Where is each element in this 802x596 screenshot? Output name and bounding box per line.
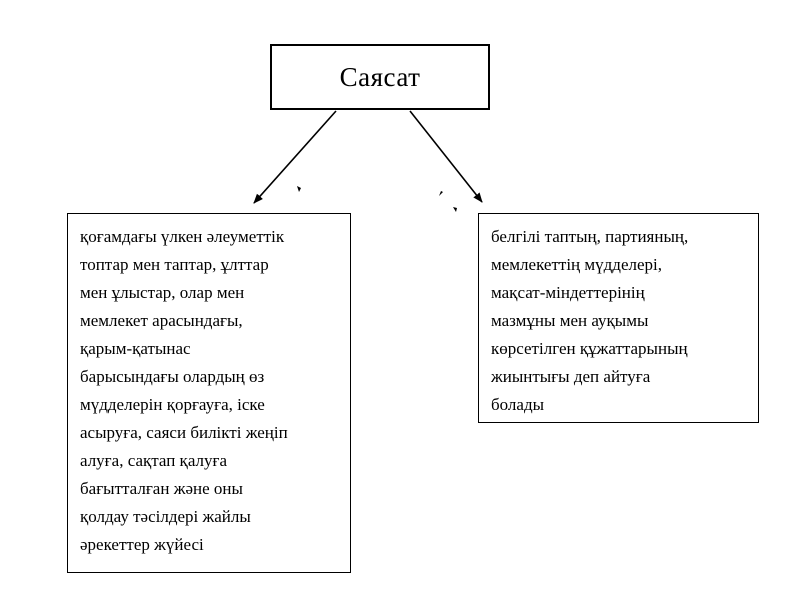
ink-speck: [453, 207, 457, 212]
arrow-to-left-box: [253, 110, 337, 204]
right-definition-text: белгілі таптың, партияның, мемлекеттің м…: [491, 227, 689, 414]
arrow-to-right-box: [409, 110, 483, 203]
ink-speck: [297, 186, 301, 192]
left-definition-text: қоғамдағы үлкен әлеуметтік топтар мен та…: [80, 227, 288, 554]
left-definition-box: қоғамдағы үлкен әлеуметтік топтар мен та…: [67, 213, 351, 573]
ink-speck: [439, 191, 443, 196]
title-box: Саясат: [270, 44, 490, 110]
diagram-title: Саясат: [339, 61, 421, 92]
right-definition-box: белгілі таптың, партияның, мемлекеттің м…: [478, 213, 759, 423]
